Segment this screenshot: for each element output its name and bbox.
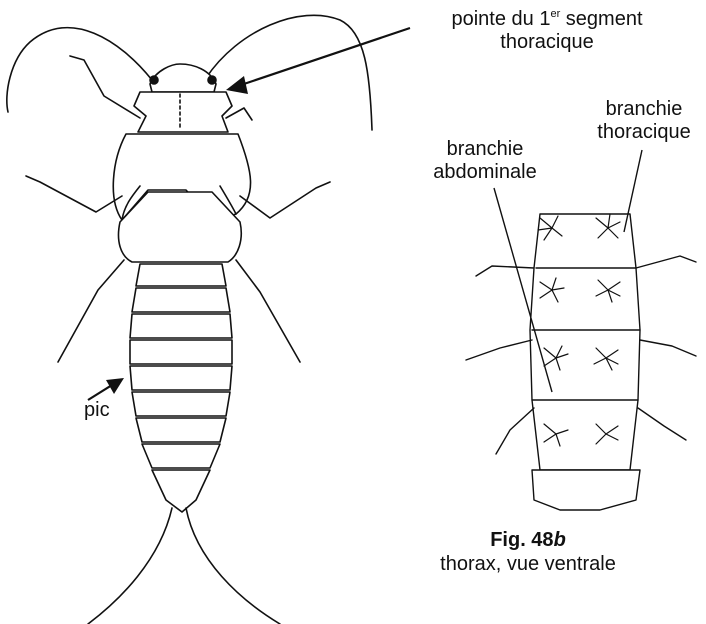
arrowhead-pointe <box>226 76 248 94</box>
line-branchie-thoracique <box>624 150 642 232</box>
ventral-body <box>530 214 640 470</box>
abdomen <box>130 264 232 512</box>
eye-right <box>208 76 216 84</box>
label-pointe-segment-thoracique: pointe du 1er segment thoracique <box>412 8 682 54</box>
figure-caption: Fig. 48b thorax, vue ventrale <box>420 528 636 576</box>
thorax-ventral-view <box>466 214 696 510</box>
insect-dorsal-view <box>7 15 372 624</box>
leg-front-right <box>226 108 252 120</box>
label-branchie-abdominale: branchie abdominale <box>420 138 550 184</box>
cercus-right <box>186 508 280 624</box>
head <box>150 64 216 92</box>
pronotum <box>134 92 232 132</box>
leg-hind-left <box>58 260 124 362</box>
cercus-left <box>88 508 172 624</box>
ventral-tip <box>532 470 640 510</box>
label-pic: pic <box>84 399 124 422</box>
leg-hind-right <box>236 260 300 362</box>
figure-number: Fig. 48b <box>420 528 636 552</box>
leg-front-left <box>70 56 140 118</box>
antenna-left <box>7 28 152 112</box>
figure-subtitle: thorax, vue ventrale <box>420 552 636 576</box>
leg-mid-left <box>26 176 122 212</box>
eye-left <box>150 76 158 84</box>
arrow-pointe <box>232 28 410 88</box>
label-branchie-thoracique: branchie thoracique <box>580 98 706 144</box>
leg-mid-right <box>240 182 330 218</box>
antenna-right <box>206 15 372 130</box>
